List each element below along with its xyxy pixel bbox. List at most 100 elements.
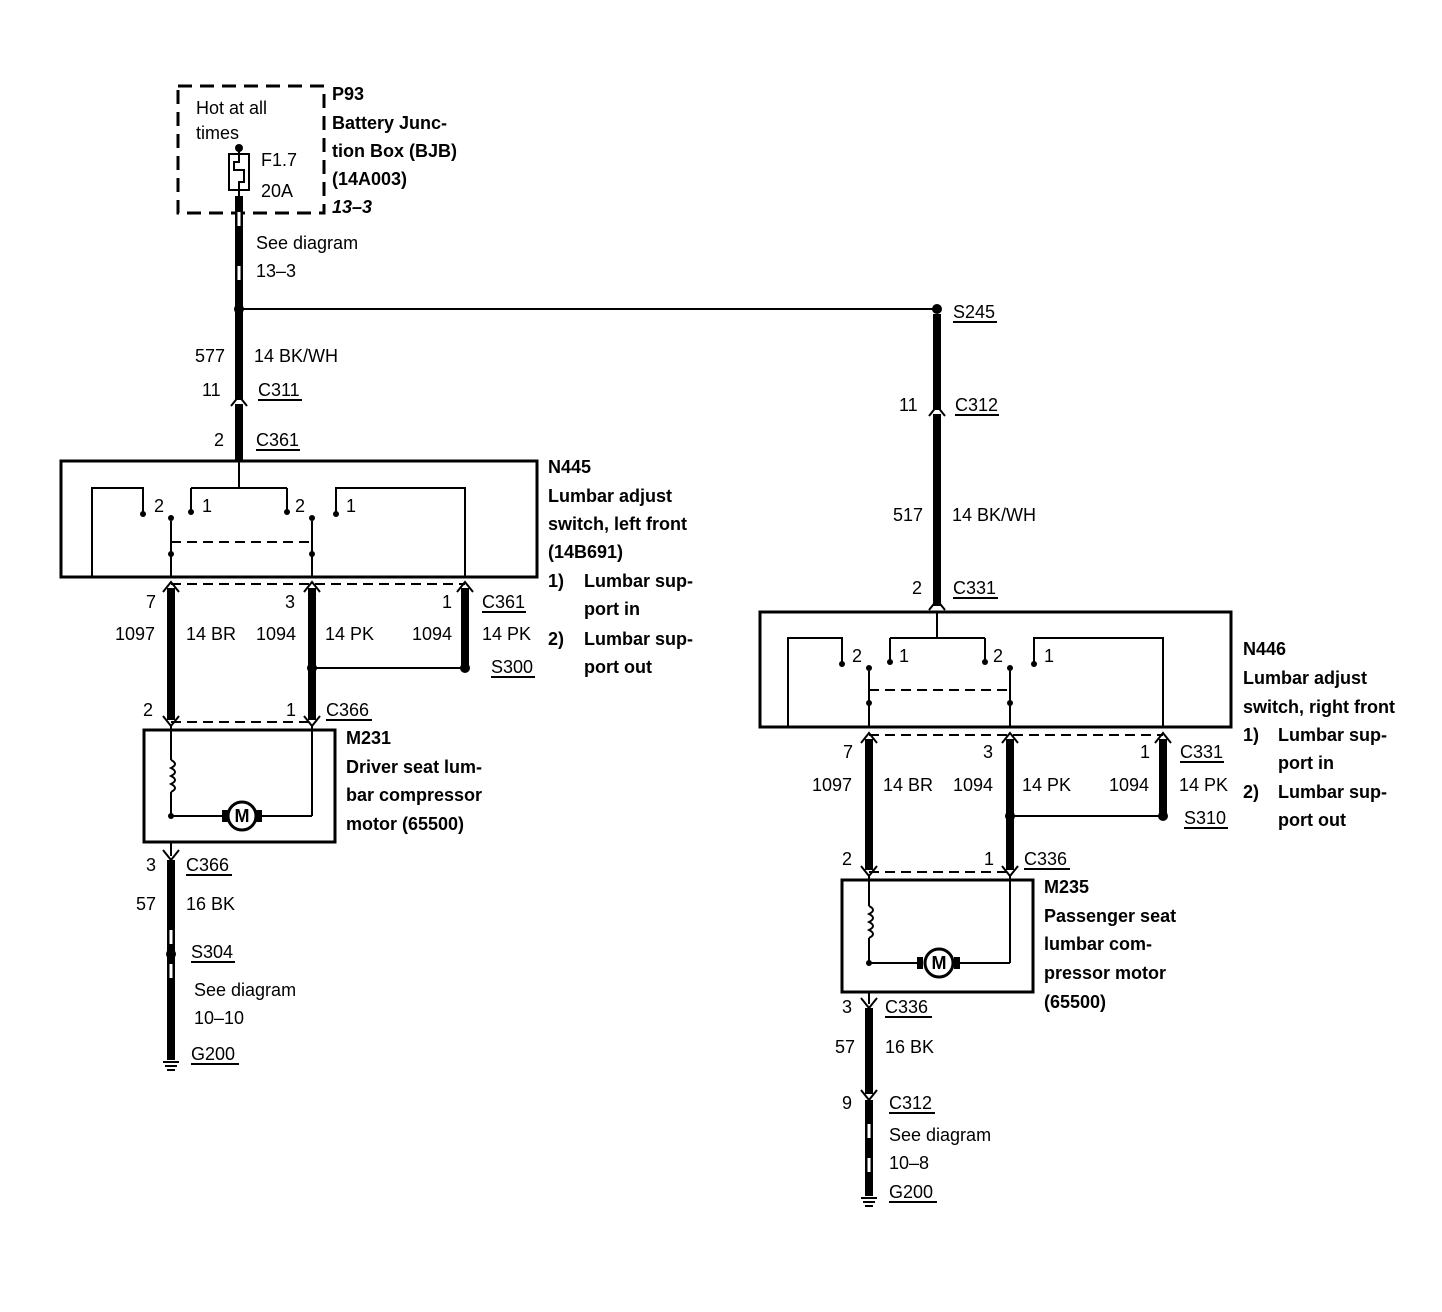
- svg-text:2): 2): [1243, 782, 1259, 802]
- svg-text:57: 57: [835, 1037, 855, 1057]
- svg-text:1: 1: [984, 849, 994, 869]
- coil-icon: [168, 759, 176, 793]
- svg-text:3: 3: [983, 742, 993, 762]
- svg-text:times: times: [196, 123, 239, 143]
- svg-text:Lumbar sup-: Lumbar sup-: [584, 629, 693, 649]
- svg-text:port in: port in: [1278, 753, 1334, 773]
- svg-text:16 BK: 16 BK: [885, 1037, 934, 1057]
- svg-text:1094: 1094: [1109, 775, 1149, 795]
- svg-text:9: 9: [842, 1093, 852, 1113]
- svg-text:port out: port out: [1278, 810, 1346, 830]
- connector-c311: C311: [258, 380, 300, 400]
- ground-g200-left: G200: [191, 1044, 235, 1064]
- svg-text:2: 2: [852, 646, 862, 666]
- svg-text:7: 7: [843, 742, 853, 762]
- svg-text:Lumbar adjust: Lumbar adjust: [1243, 668, 1367, 688]
- svg-text:3: 3: [285, 592, 295, 612]
- svg-text:2: 2: [842, 849, 852, 869]
- connector-c331: C331: [953, 578, 996, 598]
- svg-text:14 BK/WH: 14 BK/WH: [254, 346, 338, 366]
- svg-text:2: 2: [912, 578, 922, 598]
- motor-m231-box: [142, 728, 337, 844]
- ground-icon: [861, 1197, 877, 1207]
- motor-m231: M231: [346, 728, 391, 748]
- lumbar-switch-left-box: [59, 459, 539, 579]
- left-circuit: 577 14 BK/WH 11 C311 2 C361 2 1 2 1: [59, 346, 693, 1071]
- svg-text:2: 2: [214, 430, 224, 450]
- svg-text:1: 1: [286, 700, 296, 720]
- svg-text:1): 1): [548, 571, 564, 591]
- ground-icon: [163, 1061, 179, 1071]
- svg-text:14 PK: 14 PK: [482, 624, 531, 644]
- svg-text:10–10: 10–10: [194, 1008, 244, 1028]
- svg-text:2: 2: [993, 646, 1003, 666]
- ground-g200-right: G200: [889, 1182, 933, 1202]
- svg-text:1094: 1094: [412, 624, 452, 644]
- svg-text:517: 517: [893, 505, 923, 525]
- fuse-rating: 20A: [261, 181, 293, 201]
- svg-text:M: M: [932, 953, 947, 973]
- svg-text:(14A003): (14A003): [332, 169, 407, 189]
- svg-text:1): 1): [1243, 725, 1259, 745]
- svg-text:(65500): (65500): [1044, 992, 1106, 1012]
- svg-text:Lumbar sup-: Lumbar sup-: [1278, 725, 1387, 745]
- right-circuit: 11 C312 517 14 BK/WH 2 C331 2 1 2 1 N446…: [758, 314, 1395, 1207]
- svg-text:14 PK: 14 PK: [325, 624, 374, 644]
- svg-text:Lumbar sup-: Lumbar sup-: [584, 571, 693, 591]
- motor-icon: [923, 947, 955, 979]
- svg-text:bar compressor: bar compressor: [346, 785, 482, 805]
- connector-c366: C366: [326, 700, 369, 720]
- svg-text:16 BK: 16 BK: [186, 894, 235, 914]
- svg-text:port in: port in: [584, 599, 640, 619]
- svg-text:See diagram: See diagram: [889, 1125, 991, 1145]
- svg-text:1: 1: [202, 496, 212, 516]
- svg-text:3: 3: [146, 855, 156, 875]
- svg-text:port out: port out: [584, 657, 652, 677]
- splice-s245: S245: [953, 302, 995, 322]
- svg-text:C366: C366: [186, 855, 229, 875]
- svg-text:tion Box (BJB): tion Box (BJB): [332, 141, 457, 161]
- svg-text:pressor motor: pressor motor: [1044, 963, 1166, 983]
- connector-c361: C361: [256, 430, 299, 450]
- battery-junction-box: Hot at all times F1.7 20A P93 Battery Ju…: [176, 84, 457, 217]
- svg-text:2: 2: [295, 496, 305, 516]
- svg-text:1: 1: [442, 592, 452, 612]
- motor-m235-box: [840, 878, 1035, 994]
- svg-text:3: 3: [842, 997, 852, 1017]
- svg-text:M: M: [235, 806, 250, 826]
- svg-text:1094: 1094: [256, 624, 296, 644]
- svg-text:Passenger seat: Passenger seat: [1044, 906, 1176, 926]
- svg-text:lumbar com-: lumbar com-: [1044, 934, 1152, 954]
- svg-text:14 BR: 14 BR: [883, 775, 933, 795]
- svg-text:1: 1: [1044, 646, 1054, 666]
- svg-text:13–3: 13–3: [256, 261, 296, 281]
- svg-text:10–8: 10–8: [889, 1153, 929, 1173]
- svg-text:57: 57: [136, 894, 156, 914]
- motor-m235: M235: [1044, 877, 1089, 897]
- svg-text:motor (65500): motor (65500): [346, 814, 464, 834]
- svg-text:1: 1: [1140, 742, 1150, 762]
- svg-text:C361: C361: [482, 592, 525, 612]
- svg-text:13–3: 13–3: [332, 197, 372, 217]
- switch-n445: N445: [548, 457, 591, 477]
- svg-text:Driver seat lum-: Driver seat lum-: [346, 757, 482, 777]
- svg-text:switch, left front: switch, left front: [548, 514, 687, 534]
- splice-s304: S304: [191, 942, 233, 962]
- svg-text:2): 2): [548, 629, 564, 649]
- hot-at-all-times: Hot at all: [196, 98, 267, 118]
- svg-text:14 PK: 14 PK: [1179, 775, 1228, 795]
- svg-text:14 PK: 14 PK: [1022, 775, 1071, 795]
- coil-icon: [866, 905, 874, 939]
- svg-text:Lumbar adjust: Lumbar adjust: [548, 486, 672, 506]
- switch-n446: N446: [1243, 639, 1286, 659]
- svg-text:(14B691): (14B691): [548, 542, 623, 562]
- motor-icon: [226, 800, 258, 832]
- svg-text:14 BK/WH: 14 BK/WH: [952, 505, 1036, 525]
- svg-text:14 BR: 14 BR: [186, 624, 236, 644]
- svg-text:11: 11: [899, 395, 918, 415]
- bjb-dashed-outline: [176, 84, 326, 215]
- lumbar-switch-right-box: [758, 610, 1233, 729]
- fuse-id: F1.7: [261, 150, 297, 170]
- svg-text:2: 2: [154, 496, 164, 516]
